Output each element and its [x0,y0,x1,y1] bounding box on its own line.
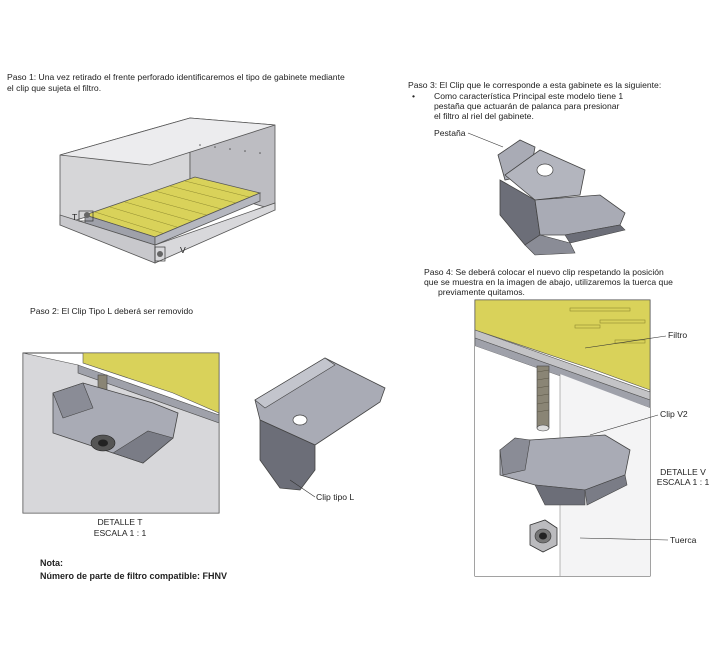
cabinet-isometric-drawing [59,117,276,264]
detalle-v-line1: DETALLE V [660,467,706,477]
paso3-bullet-line1: Como característica Principal este model… [434,91,624,101]
paso4-line3: previamente quitamos. [438,287,525,297]
paso1-line2: el clip que sujeta el filtro. [7,83,102,93]
detalle-t-line1: DETALLE T [97,517,143,527]
pestana-label: Pestaña [434,128,466,138]
clip-v2-drawing [497,139,626,256]
paso3-line1: Paso 3: El Clip que le corresponde a est… [408,80,662,90]
tuerca-label: Tuerca [670,535,697,545]
detail-v-drawing [474,299,651,577]
paso2-text: Paso 2: El Clip Tipo L deberá ser removi… [30,306,194,316]
marker-v: V [180,245,186,255]
clip-tipo-l-drawing [254,357,386,491]
nota-title: Nota: [40,558,63,568]
clip-tipo-l-leader [289,479,316,498]
clip-tipo-l-label: Clip tipo L [316,492,355,502]
paso4-line1: Paso 4: Se deberá colocar el nuevo clip … [424,267,664,277]
detalle-v-line2: ESCALA 1 : 1 [656,477,710,487]
paso4-line2: que se muestra en la imagen de abajo, ut… [424,277,673,287]
filtro-label: Filtro [668,330,688,340]
paso3-bullet-line2: pestaña que actuarán de palanca para pre… [434,101,620,111]
paso1-line1: Paso 1: Una vez retirado el frente perfo… [7,72,345,82]
paso3-bullet-line3: el filtro al riel del gabinete. [434,111,534,121]
detalle-t-line2: ESCALA 1 : 1 [93,528,147,538]
pestana-leader [467,132,504,148]
paso4-leaders [579,335,669,541]
marker-t: T [72,212,78,222]
nota-text: Número de parte de filtro compatible: FH… [40,571,228,581]
paso3-bullet: • [412,91,416,101]
clip-v2-label: Clip V2 [660,409,688,419]
detail-t-drawing [22,352,220,514]
